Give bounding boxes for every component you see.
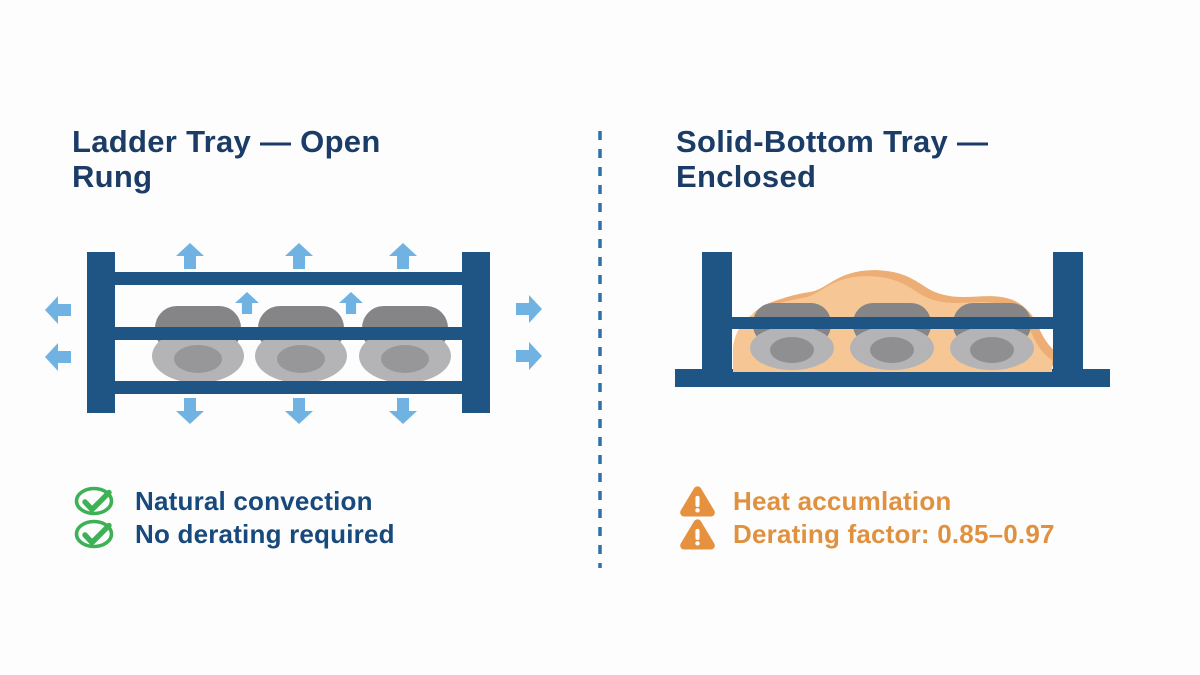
cable-core [870, 337, 914, 363]
tray-side-rail-left [702, 252, 732, 372]
cable-2 [255, 306, 347, 383]
cable-3 [359, 306, 451, 383]
airflow-arrow-up-inner-icon [235, 291, 259, 315]
risk-item-heat-accumulation: Heat accumlation [674, 485, 952, 517]
cable-core [277, 345, 325, 373]
cable-core [174, 345, 222, 373]
ladder-rung-bottom [103, 381, 469, 394]
cable-2 [850, 303, 934, 370]
airflow-arrow-left-icon [45, 343, 71, 371]
cable-1 [750, 303, 834, 370]
airflow-arrow-down-icon [176, 398, 204, 424]
airflow-arrow-right-icon [516, 342, 542, 370]
tray-side-rail-left [87, 252, 115, 413]
risk-label: Heat accumlation [733, 485, 952, 516]
tray-side-rung [722, 317, 1063, 329]
warning-triangle-icon [680, 519, 715, 550]
ladder-tray-diagram [45, 243, 542, 424]
airflow-arrow-left-icon [45, 296, 71, 324]
check-circle-icon [74, 486, 114, 516]
airflow-arrow-right-icon [516, 295, 542, 323]
tray-bottom-plate [675, 369, 1110, 387]
ladder-rung-top [103, 272, 469, 285]
right-panel-title: Solid-Bottom Tray — Enclosed [676, 124, 988, 194]
airflow-arrow-up-icon [285, 243, 313, 269]
cable-core [381, 345, 429, 373]
tray-side-rail-right [1053, 252, 1083, 372]
cable-core [970, 337, 1014, 363]
left-title-line2: Rung [72, 159, 153, 194]
cable-bundle [750, 303, 1034, 370]
benefit-item-no-derating: No derating required [72, 518, 395, 550]
risk-label: Derating factor: 0.85–0.97 [733, 518, 1055, 549]
solid-bottom-tray-diagram [675, 252, 1110, 387]
right-title-line1: Solid-Bottom Tray — [676, 124, 989, 159]
left-title-line1: Ladder Tray — Open [72, 124, 381, 159]
airflow-arrow-down-icon [285, 398, 313, 424]
cable-core [770, 337, 814, 363]
benefit-label: Natural convection [135, 485, 373, 516]
check-circle-icon [74, 519, 114, 549]
risk-item-derating-factor: Derating factor: 0.85–0.97 [674, 518, 1055, 550]
cable-3 [950, 303, 1034, 370]
airflow-arrow-up-inner-icon [339, 291, 363, 315]
cable-1 [152, 306, 244, 383]
airflow-arrow-up-icon [389, 243, 417, 269]
airflow-arrow-up-icon [176, 243, 204, 269]
tray-side-rail-right [462, 252, 490, 413]
benefit-item-natural-convection: Natural convection [72, 485, 373, 517]
warning-triangle-icon [680, 486, 715, 517]
cable-bundle [152, 306, 451, 383]
airflow-arrow-down-icon [389, 398, 417, 424]
benefit-label: No derating required [135, 518, 395, 549]
ladder-rung-middle [103, 327, 469, 340]
right-title-line2: Enclosed [676, 159, 817, 194]
left-panel-title: Ladder Tray — Open Rung [72, 124, 381, 194]
